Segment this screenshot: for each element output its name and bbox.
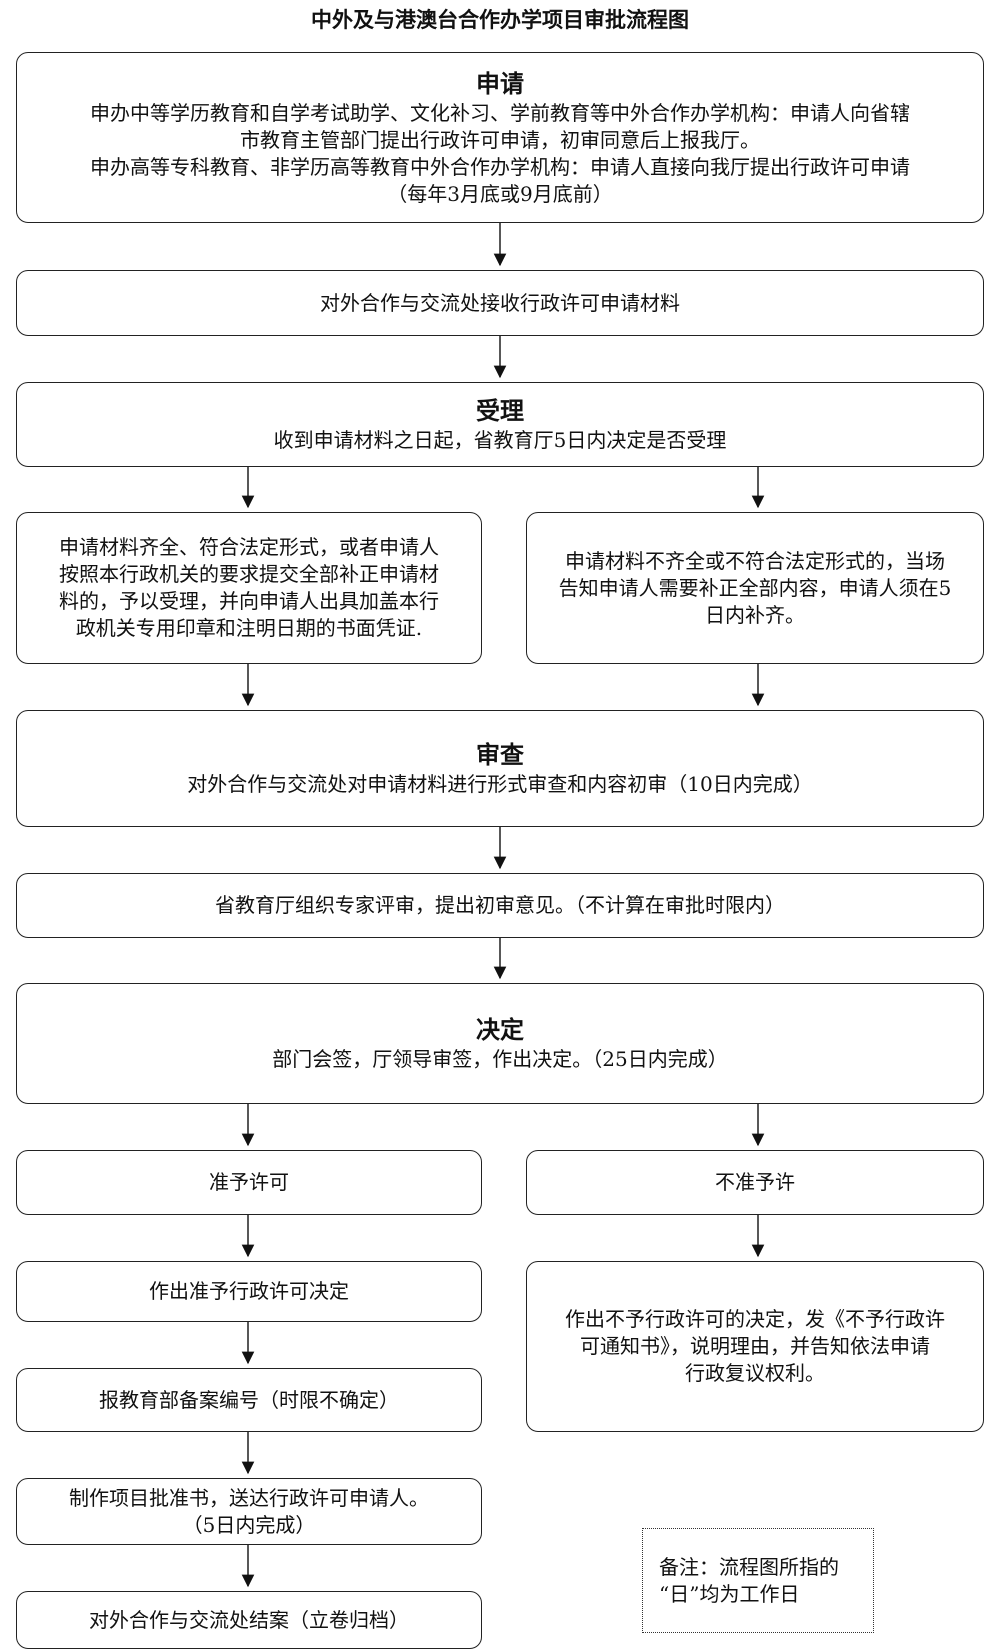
- note-line-2: “日”均为工作日: [659, 1581, 800, 1606]
- application-line-4: （每年3月底或9月底前）: [387, 181, 613, 206]
- certificate-box: 制作项目批准书，送达行政许可申请人。 （5日内完成）: [16, 1478, 482, 1545]
- accept-ok-line-1: 申请材料齐全、符合法定形式，或者申请人: [59, 535, 439, 559]
- approve-box: 准予许可: [16, 1150, 482, 1215]
- acceptance-text: 收到申请材料之日起，省教育厅5日内决定是否受理: [273, 428, 727, 452]
- application-line-1: 申办中等学历教育和自学考试助学、文化补习、学前教育等中外合作办学机构：申请人向省…: [90, 100, 910, 125]
- accept-fix-line-2: 告知申请人需要补正全部内容，申请人须在5: [558, 575, 952, 600]
- review-box: 审查 对外合作与交流处对申请材料进行形式审查和内容初审（10日内完成）: [16, 710, 984, 827]
- reject-decision-box: 作出不予行政许可的决定，发《不予行政许 可通知书》，说明理由，并告知依法申请 行…: [526, 1261, 984, 1432]
- register-text: 报教育部备案编号（时限不确定）: [99, 1387, 399, 1412]
- receive-box: 对外合作与交流处接收行政许可申请材料: [16, 270, 984, 336]
- approve-decision-text: 作出准予行政许可决定: [149, 1279, 349, 1303]
- flowchart-title: 中外及与港澳台合作办学项目审批流程图: [311, 8, 689, 32]
- approve-decision-box: 作出准予行政许可决定: [16, 1261, 482, 1322]
- reject-box: 不准予许: [526, 1150, 984, 1215]
- decision-box: 决定 部门会签，厅领导审签，作出决定。（25日内完成）: [16, 983, 984, 1104]
- reject-decision-line-1: 作出不予行政许可的决定，发《不予行政许: [565, 1307, 945, 1331]
- accept-ok-line-3: 料的，予以受理，并向申请人出具加盖本行: [59, 589, 439, 613]
- accept-fix-box: 申请材料不齐全或不符合法定形式的，当场 告知申请人需要补正全部内容，申请人须在5…: [526, 512, 984, 664]
- application-line-3: 申办高等专科教育、非学历高等教育中外合作办学机构：申请人直接向我厅提出行政许可申…: [90, 154, 910, 179]
- close-box: 对外合作与交流处结案（立卷归档）: [16, 1591, 482, 1649]
- expert-text: 省教育厅组织专家评审，提出初审意见。（不计算在审批时限内）: [215, 893, 785, 917]
- approve-text: 准予许可: [209, 1170, 289, 1194]
- accept-ok-box: 申请材料齐全、符合法定形式，或者申请人 按照本行政机关的要求提交全部补正申请材 …: [16, 512, 482, 664]
- application-heading: 申请: [476, 69, 524, 98]
- reject-decision-line-2: 可通知书》，说明理由，并告知依法申请: [580, 1334, 930, 1358]
- application-line-2: 市教育主管部门提出行政许可申请，初审同意后上报我厅。: [240, 127, 760, 152]
- accept-fix-line-1: 申请材料不齐全或不符合法定形式的，当场: [565, 548, 945, 573]
- register-box: 报教育部备案编号（时限不确定）: [16, 1368, 482, 1432]
- accept-fix-line-3: 日内补齐。: [705, 602, 805, 627]
- close-text: 对外合作与交流处结案（立卷归档）: [89, 1607, 409, 1632]
- acceptance-heading: 受理: [476, 397, 524, 425]
- decision-heading: 决定: [476, 1016, 524, 1044]
- certificate-line-2: （5日内完成）: [182, 1512, 316, 1537]
- accept-ok-line-2: 按照本行政机关的要求提交全部补正申请材: [59, 562, 439, 586]
- application-box: 申请 申办中等学历教育和自学考试助学、文化补习、学前教育等中外合作办学机构：申请…: [16, 52, 984, 223]
- review-heading: 审查: [476, 741, 524, 769]
- review-text: 对外合作与交流处对申请材料进行形式审查和内容初审（10日内完成）: [187, 772, 813, 796]
- certificate-line-1: 制作项目批准书，送达行政许可申请人。: [69, 1485, 429, 1510]
- reject-text: 不准予许: [715, 1170, 795, 1194]
- reject-decision-line-3: 行政复议权利。: [685, 1361, 825, 1385]
- acceptance-box: 受理 收到申请材料之日起，省教育厅5日内决定是否受理: [16, 382, 984, 467]
- note-box: 备注：流程图所指的 “日”均为工作日: [642, 1528, 874, 1633]
- accept-ok-line-4: 政机关专用印章和注明日期的书面凭证.: [75, 616, 423, 640]
- expert-box: 省教育厅组织专家评审，提出初审意见。（不计算在审批时限内）: [16, 873, 984, 938]
- decision-text: 部门会签，厅领导审签，作出决定。（25日内完成）: [272, 1047, 728, 1071]
- note-line-1: 备注：流程图所指的: [659, 1554, 839, 1579]
- receive-text: 对外合作与交流处接收行政许可申请材料: [320, 290, 680, 315]
